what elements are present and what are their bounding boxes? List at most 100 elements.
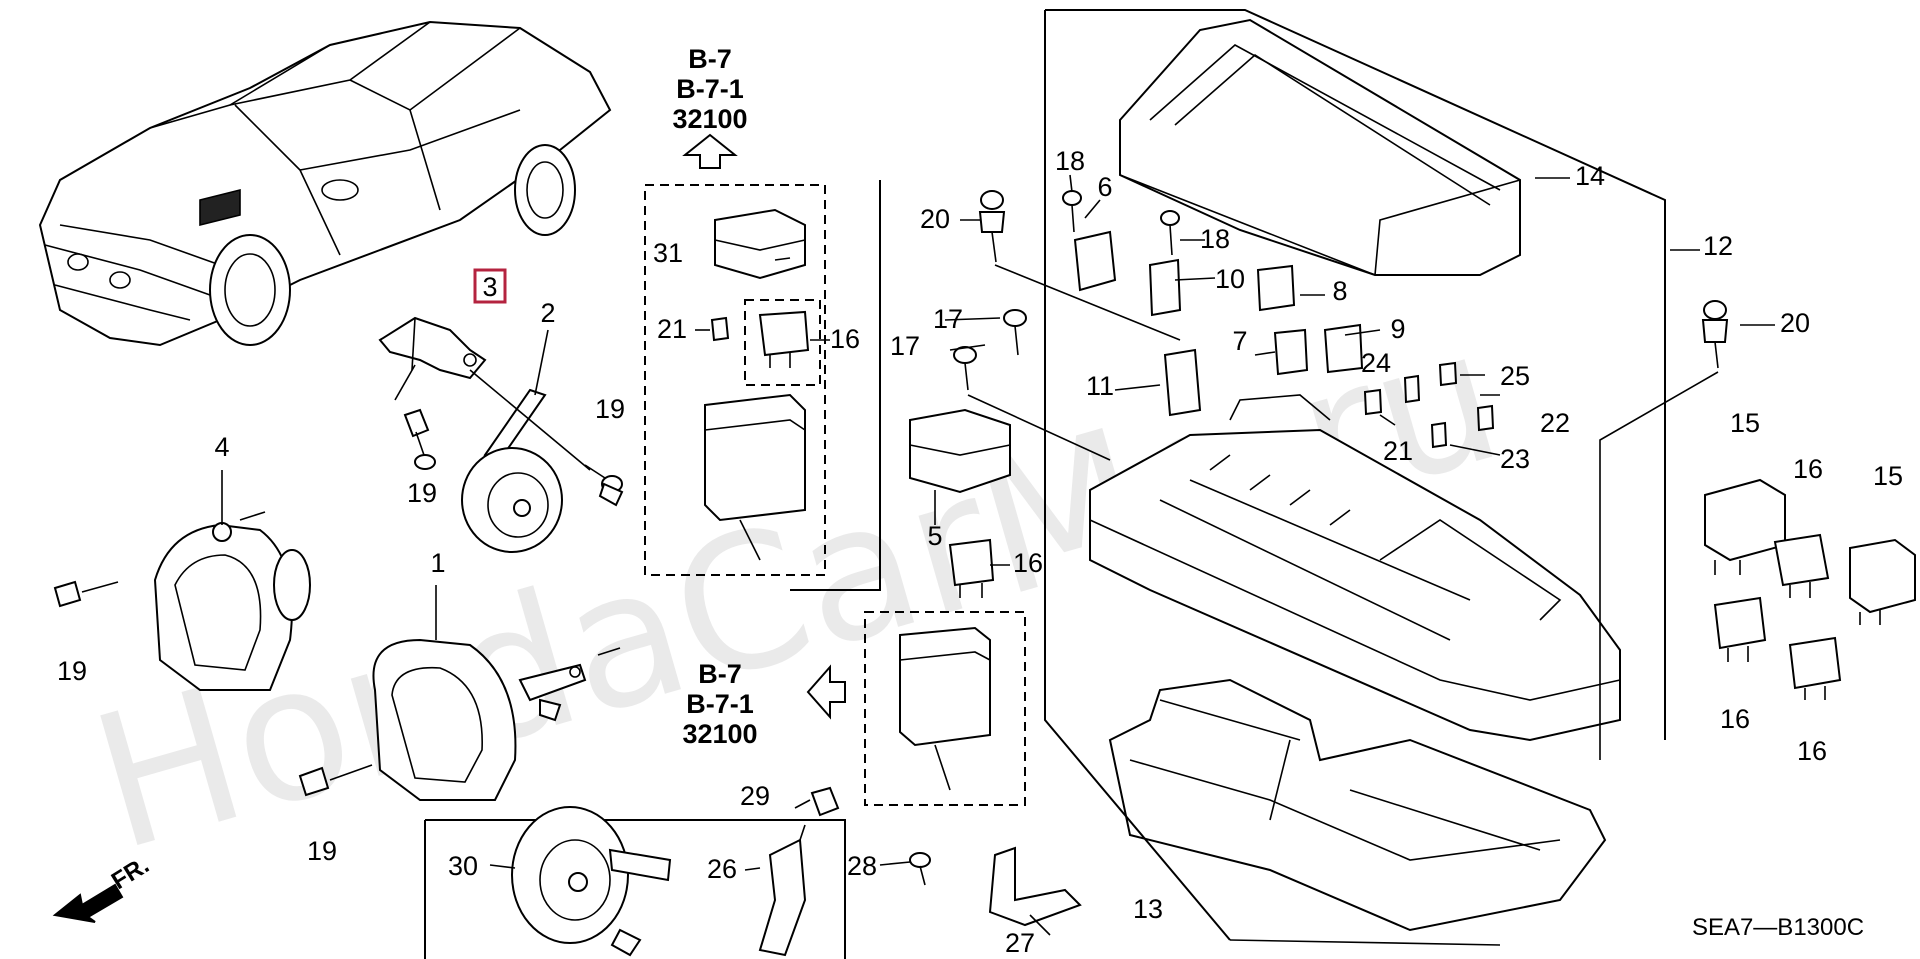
relay-part-16-e — [1788, 636, 1842, 700]
fuse-box-body — [1089, 394, 1621, 742]
callout-labels: 1 2 4 5 6 7 8 9 10 11 12 13 14 15 15 16 … — [57, 146, 1903, 958]
fuse-part-11 — [1163, 348, 1202, 417]
relay-part-16-c — [1773, 533, 1830, 598]
bolt-19-c — [53, 580, 119, 608]
callout-18b: 18 — [1200, 224, 1230, 254]
fuse-part-25 — [1438, 361, 1458, 387]
bolt-part-20-a — [978, 190, 1006, 263]
callout-18a: 18 — [1055, 146, 1085, 176]
fuse-part-8 — [1256, 264, 1296, 312]
callout-30: 30 — [448, 851, 478, 881]
relay-group-upper — [644, 184, 826, 576]
callout-27: 27 — [1005, 928, 1035, 958]
highlight-box-part-3[interactable] — [473, 268, 507, 304]
callout-6: 6 — [1097, 172, 1112, 202]
bolt-19-a — [403, 408, 436, 470]
bolt-part-18-b — [1160, 210, 1180, 256]
relay-part-15-a — [1704, 478, 1786, 575]
callout-17b: 17 — [890, 331, 920, 361]
callout-19d: 19 — [307, 836, 337, 866]
bracket-part-26 — [758, 824, 807, 957]
bolt-part-28 — [909, 852, 931, 886]
svg-text:B-7: B-7 — [698, 659, 742, 689]
horn-part-2 — [461, 388, 563, 553]
fuse-part-7 — [1273, 328, 1309, 376]
bracket-part-27 — [988, 846, 1082, 927]
relay-part-16-a — [758, 310, 810, 368]
callout-9: 9 — [1390, 314, 1405, 344]
reference-block-upper: B-7 B-7-1 32100 — [672, 44, 748, 169]
svg-text:B-7-1: B-7-1 — [686, 689, 754, 719]
callout-1: 1 — [430, 548, 445, 578]
bolt-19-b — [584, 464, 624, 507]
callout-16b: 16 — [1013, 548, 1043, 578]
callout-26: 26 — [707, 854, 737, 884]
cover-part-14 — [1119, 18, 1521, 276]
callout-28: 28 — [847, 851, 877, 881]
callout-20a: 20 — [920, 204, 950, 234]
callout-12: 12 — [1703, 231, 1733, 261]
bolt-part-17-b — [953, 346, 977, 391]
fuse-part-10 — [1148, 258, 1182, 317]
callout-22: 22 — [1540, 408, 1570, 438]
relay-socket-lower — [899, 626, 991, 791]
callout-16a: 16 — [830, 324, 860, 354]
callout-5: 5 — [927, 521, 942, 551]
under-cover-part-13 — [1108, 678, 1607, 932]
fuse-part-9 — [1323, 323, 1364, 374]
callout-25: 25 — [1500, 361, 1530, 391]
reference-block-lower: B-7 B-7-1 32100 — [682, 659, 846, 749]
callout-21b: 21 — [1383, 436, 1413, 466]
relay-part-5 — [909, 408, 1011, 494]
svg-text:B-7-1: B-7-1 — [676, 74, 744, 104]
fuse-part-21-b — [1403, 374, 1421, 404]
callout-15a: 15 — [1730, 408, 1760, 438]
relay-part-31 — [714, 208, 806, 280]
bolt-part-20-b — [1701, 300, 1729, 369]
callout-16e: 16 — [1797, 736, 1827, 766]
bracket-part-3 — [378, 316, 487, 380]
svg-text:32100: 32100 — [682, 719, 757, 749]
nut-part-29 — [810, 786, 840, 817]
diagram-code: SEA7—B1300C — [1692, 914, 1864, 941]
relay-socket-upper — [704, 393, 806, 561]
callout-10: 10 — [1215, 264, 1245, 294]
arrow-left-icon — [806, 664, 846, 720]
callout-15b: 15 — [1873, 461, 1903, 491]
callout-31: 31 — [653, 238, 683, 268]
callout-11: 11 — [1086, 371, 1114, 401]
reference-frame-upper — [790, 180, 881, 591]
callout-2: 2 — [540, 298, 555, 328]
callout-19b: 19 — [407, 478, 437, 508]
svg-text:B-7: B-7 — [688, 44, 732, 74]
car-illustration — [38, 20, 612, 347]
relay-group-lower — [864, 611, 1026, 806]
svg-text:32100: 32100 — [672, 104, 747, 134]
fuse-part-23 — [1430, 421, 1448, 449]
callout-13: 13 — [1133, 894, 1163, 924]
callout-17a: 17 — [933, 304, 963, 334]
fuse-part-22 — [1476, 404, 1495, 432]
assembly-frame-12 — [1044, 9, 1666, 941]
front-arrow-icon — [52, 883, 124, 923]
callout-19a: 19 — [595, 394, 625, 424]
callout-29: 29 — [740, 781, 770, 811]
arrow-up-icon — [682, 133, 738, 169]
callout-19c: 19 — [57, 656, 87, 686]
horn-part-4 — [153, 522, 311, 691]
bolt-19-d — [298, 764, 373, 797]
callout-7: 7 — [1232, 326, 1247, 356]
fuse-part-21 — [710, 316, 730, 342]
callout-20b: 20 — [1780, 308, 1810, 338]
relay-part-16-d — [1713, 596, 1767, 662]
relay-part-15-b — [1849, 538, 1916, 625]
callout-23: 23 — [1500, 444, 1530, 474]
callout-3[interactable]: 3 — [482, 272, 497, 302]
fuse-part-24 — [1363, 388, 1383, 416]
relay-part-16-b — [948, 538, 995, 598]
bolt-part-18-a — [1062, 190, 1082, 233]
callout-24: 24 — [1361, 348, 1391, 378]
fuse-part-6 — [1073, 230, 1117, 292]
